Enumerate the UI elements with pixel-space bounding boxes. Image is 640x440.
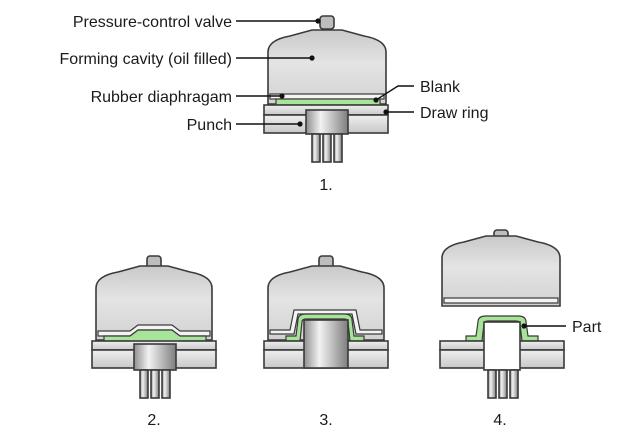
step-label-2: 2. [147,412,160,429]
label-blank: Blank [420,79,461,96]
step-label-4: 4. [493,412,506,429]
punch-rods [487,369,519,399]
step-label-3: 3. [319,412,332,429]
label-part: Part [572,319,602,336]
forming-cavity [95,265,213,341]
punch [303,319,349,369]
rubber-diaphragm [443,297,559,304]
rubber-diaphragm [269,93,385,100]
rubber-diaphragm [269,309,383,335]
punch-rods [139,369,171,399]
diagram-step-4: Part 4. [439,229,602,429]
label-forming-cavity: Forming cavity (oil filled) [60,51,232,68]
punch-rods [311,133,343,163]
punch [133,343,177,371]
label-draw-ring: Draw ring [420,105,488,122]
forming-cavity [267,29,387,105]
pressure-valve [319,15,335,30]
forming-cavity [441,235,561,307]
label-punch: Punch [187,117,232,134]
punch [483,321,521,371]
diagram-step-3: 3. [263,255,389,429]
diagram-step-2: 2. [91,255,217,429]
step-label-1: 1. [319,177,332,194]
blank [275,98,381,106]
label-diaphragm: Rubber diaphragam [91,89,232,106]
punch [305,109,349,135]
label-pressure-valve: Pressure-control valve [73,14,232,31]
diagram-step-1: Pressure-control valve Forming cavity (o… [60,14,489,194]
